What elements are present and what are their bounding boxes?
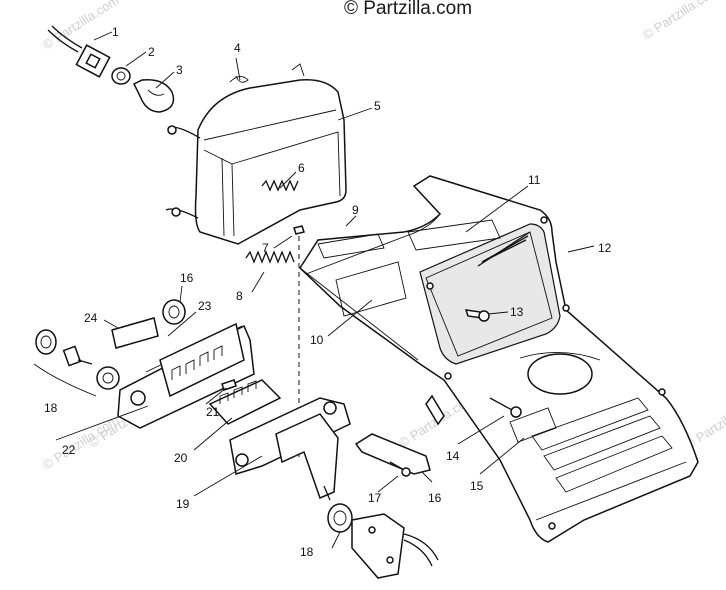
bulb-socket[interactable]	[111, 67, 131, 85]
callout-1: 1	[112, 25, 119, 39]
callout-6: 6	[298, 161, 305, 175]
leader-lines	[55, 31, 595, 549]
callout-2: 2	[148, 45, 155, 59]
callout-21: 21	[206, 405, 220, 419]
callout-20: 20	[174, 451, 188, 465]
switch-pin[interactable]	[221, 379, 237, 391]
callout-15: 15	[470, 479, 484, 493]
callout-13: 13	[510, 305, 524, 319]
harness-connector[interactable]	[323, 485, 439, 579]
callout-12: 12	[598, 241, 612, 255]
switch-block[interactable]	[208, 379, 282, 425]
callout-22: 22	[62, 443, 76, 457]
callout-16-lower: 16	[428, 491, 442, 505]
callout-4: 4	[234, 41, 241, 55]
adjuster-screw[interactable]	[293, 225, 305, 460]
callout-18-bottom: 18	[300, 545, 314, 559]
callout-24: 24	[84, 311, 98, 325]
callout-23: 23	[198, 299, 212, 313]
callout-14: 14	[446, 449, 460, 463]
callout-17: 17	[368, 491, 382, 505]
bracket-18	[33, 363, 97, 397]
window-screw[interactable]	[464, 309, 490, 322]
switch-lever[interactable]	[354, 433, 431, 475]
callout-11: 11	[528, 173, 541, 187]
headlight-bulb[interactable]	[132, 79, 175, 113]
adjuster-spring-lower[interactable]	[245, 250, 295, 264]
adjuster-spring-upper[interactable]	[261, 179, 299, 192]
key-nut[interactable]	[96, 366, 120, 390]
ignition-key[interactable]	[62, 345, 93, 367]
switch-housing[interactable]	[159, 322, 245, 398]
key-switch-boot[interactable]	[35, 329, 57, 355]
console-screw[interactable]	[489, 397, 522, 418]
callout-3: 3	[176, 63, 183, 77]
headlight-housing[interactable]	[165, 63, 347, 245]
callout-16-upper: 16	[180, 271, 194, 285]
callout-19: 19	[176, 497, 190, 511]
callout-10: 10	[310, 333, 324, 347]
lever-screw[interactable]	[389, 461, 411, 477]
callout-7: 7	[262, 241, 269, 255]
callout-8: 8	[236, 289, 243, 303]
callout-5: 5	[374, 99, 381, 113]
watermark-brand: © Partzilla.com	[344, 0, 473, 19]
switch-decal[interactable]	[111, 317, 159, 349]
headlight-plug[interactable]	[47, 25, 111, 78]
hood-console[interactable]	[299, 175, 699, 543]
grommet-upper[interactable]	[162, 299, 186, 325]
callout-18-left: 18	[44, 401, 58, 415]
callout-9: 9	[352, 203, 359, 217]
mounting-bracket[interactable]	[229, 397, 351, 500]
